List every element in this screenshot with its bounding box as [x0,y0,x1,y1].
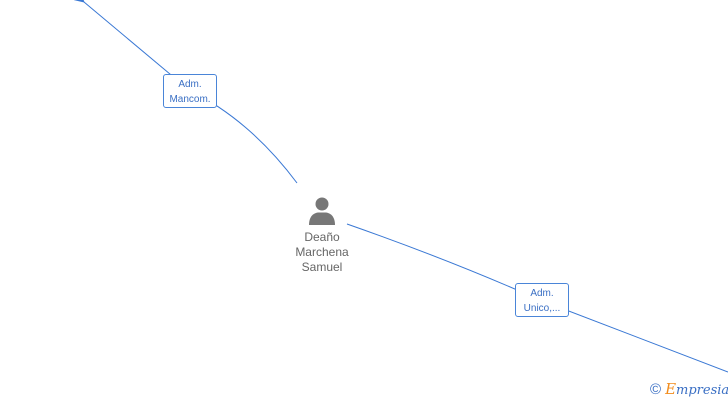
copyright-icon: © [650,381,662,398]
relation-label-line: Unico,... [523,303,561,314]
person-name-line: Samuel [301,260,343,274]
brand-name: mpresia [676,383,728,398]
relation-label-line: Adm. [530,288,554,299]
relation-label-adm-unico[interactable]: Adm. Unico,... [515,283,569,317]
person-name-line: Marchena [295,245,349,259]
brand-initial: E [665,380,677,398]
person-name-line: Deaño [304,230,340,244]
person-node[interactable]: Deaño Marchena Samuel [282,196,362,275]
person-name[interactable]: Deaño Marchena Samuel [282,230,362,275]
person-icon [309,197,335,225]
relation-label-line: Mancom. [169,94,211,105]
relation-label-adm-mancom[interactable]: Adm. Mancom. [163,74,217,108]
empresia-watermark: ©Empresia [650,379,728,399]
relation-label-line: Adm. [178,79,202,90]
